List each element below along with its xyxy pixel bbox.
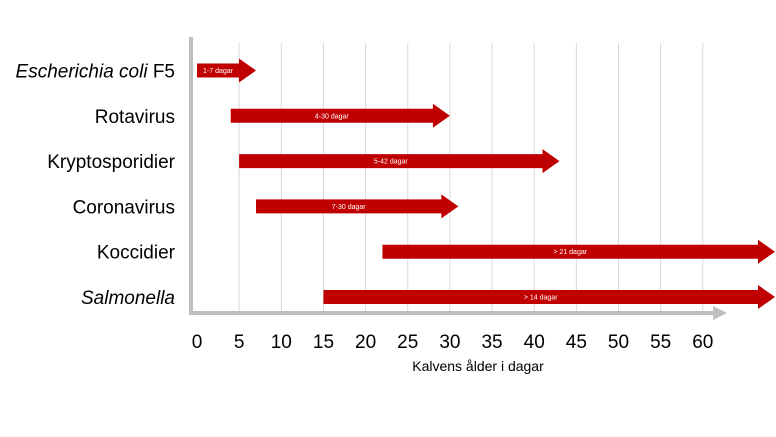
x-axis-arrowhead — [713, 306, 727, 320]
bar-layer — [197, 58, 775, 309]
x-tick-label: 0 — [192, 332, 203, 353]
range-arrow — [256, 194, 459, 219]
category-label: Rotavirus — [95, 107, 175, 128]
grid-layer — [238, 43, 704, 313]
range-arrow — [239, 149, 560, 174]
x-tick-label: 10 — [271, 332, 292, 353]
x-tick-label: 45 — [566, 332, 587, 353]
x-tick-label: 15 — [313, 332, 334, 353]
category-label: Salmonella — [81, 288, 175, 309]
range-label: 1-7 dagar — [203, 68, 234, 75]
range-label: 4-30 dagar — [315, 113, 350, 120]
x-tick-label: 35 — [481, 332, 502, 353]
category-label: Coronavirus — [73, 197, 175, 218]
x-tick-label: 5 — [234, 332, 245, 353]
range-label: > 21 dagar — [553, 249, 587, 256]
x-tick-label: 60 — [692, 332, 713, 353]
category-label: Koccidier — [97, 243, 176, 264]
x-tick-label: 55 — [650, 332, 671, 353]
x-tick-label: 25 — [397, 332, 418, 353]
category-label: Kryptosporidier — [47, 152, 175, 173]
x-tick-label: 40 — [524, 332, 545, 353]
x-tick-label: 30 — [439, 332, 460, 353]
range-arrow — [230, 103, 450, 128]
range-label: 5-42 dagar — [374, 159, 409, 166]
x-tick-label: 50 — [608, 332, 629, 353]
x-tick-label: 20 — [355, 332, 376, 353]
label-layer: 0 5 10 15 20 25 30 35 40 45 50 55 60 1-7 dagar Escheri… — [16, 62, 714, 354]
range-label: > 14 dagar — [524, 295, 558, 302]
range-arrow — [323, 285, 775, 309]
range-arrow — [382, 239, 775, 264]
range-arrow — [197, 58, 257, 83]
range-label: 7-30 dagar — [332, 204, 367, 211]
axis-layer — [189, 37, 727, 320]
x-axis-title: Kalvens ålder i dagar — [412, 358, 544, 374]
category-label: Escherichia coli F5 — [16, 62, 175, 83]
